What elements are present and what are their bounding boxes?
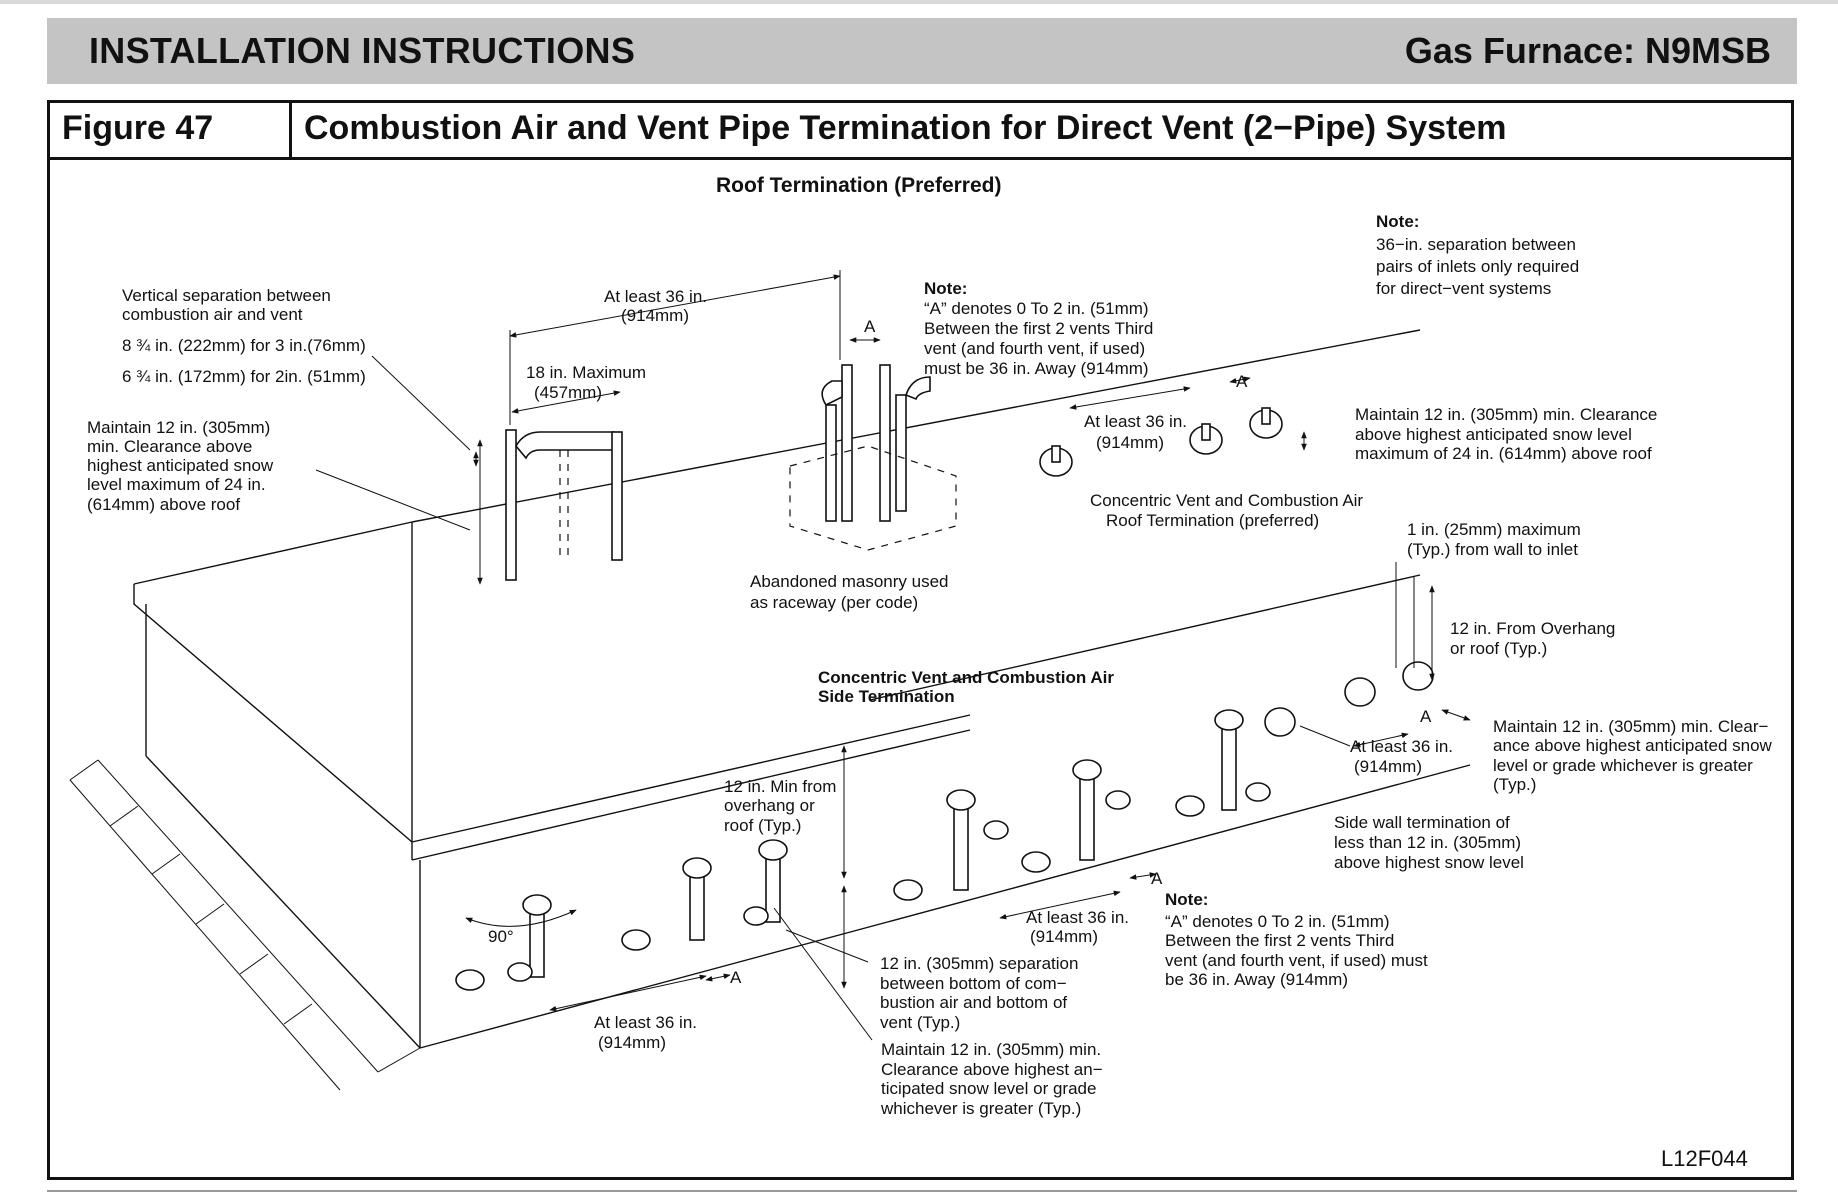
note-bottom-2: Between the first 2 vents Third [1165,931,1394,950]
diagram-labels: Roof Termination (Preferred) Note: 36−in… [87,174,1773,1171]
a-label-bottom: A [1151,869,1163,888]
note-top-right-3: for direct−vent systems [1376,279,1551,298]
at-least-36-mid-1: (914mm) [1030,927,1098,946]
maintain-right-2: maximum of 24 in. (614mm) above roof [1355,444,1652,463]
maintain-side-2: level or grade whichever is greater [1493,756,1753,775]
twelve-min-overhang-1: overhang or [724,796,815,815]
max-18-1: (457mm) [534,383,602,402]
twelve-min-overhang-0: 12 in. Min from [724,777,836,796]
at-least-36-conc-0: At least 36 in. [1084,412,1187,431]
at-least-36-conc-1: (914mm) [1096,433,1164,452]
bottom-rule [47,1190,1797,1192]
at-least-36-bottom-0: At least 36 in. [594,1013,697,1032]
twelve-sep-2: bustion air and bottom of [880,993,1067,1012]
twelve-min-overhang-2: roof (Typ.) [724,816,801,835]
note-center-2: Between the first 2 vents Third [924,319,1153,338]
maintain-left-3: level maximum of 24 in. [87,475,266,494]
vertical-sep-1: combustion air and vent [122,305,303,324]
twelve-sep-3: vent (Typ.) [880,1013,960,1032]
concentric-side-0: Concentric Vent and Combustion Air [818,668,1114,687]
figure-number: Figure 47 [62,109,214,147]
figure-title: Combustion Air and Vent Pipe Termination… [304,109,1507,147]
at-least-36-side-1: (914mm) [1354,757,1422,776]
note-bottom-3: vent (and fourth vent, if used) must [1165,951,1428,970]
figure-title-row: Figure 47 Combustion Air and Vent Pipe T… [50,103,1791,160]
note-center-4: must be 36 in. Away (914mm) [924,359,1149,378]
roof-termination-heading: Roof Termination (Preferred) [716,174,1001,197]
note-center-3: vent (and fourth vent, if used) [924,339,1145,358]
note-top-right-2: pairs of inlets only required [1376,257,1579,276]
side-wall-2: above highest snow level [1334,853,1524,872]
maintain-side-1: ance above highest anticipated snow [1493,736,1773,755]
note-bottom-0: Note: [1165,890,1208,909]
sep-3in: 8 ¾ in. (222mm) for 3 in.(76mm) [122,336,366,355]
maintain-right-1: above highest anticipated snow level [1355,425,1632,444]
vertical-sep-0: Vertical separation between [122,286,331,305]
at-least-36-mid-0: At least 36 in. [1026,908,1129,927]
maintain-side-0: Maintain 12 in. (305mm) min. Clear− [1493,717,1768,736]
note-top-right-0: Note: [1376,212,1419,231]
side-wall-0: Side wall termination of [1334,813,1510,832]
top-rule [0,0,1838,4]
header-product: Gas Furnace: N9MSB [1404,30,1771,71]
dimension-lines [315,270,1471,1041]
at-least-36-side-0: At least 36 in. [1350,737,1453,756]
note-bottom-4: be 36 in. Away (914mm) [1165,970,1348,989]
maintain-right-0: Maintain 12 in. (305mm) min. Clearance [1355,405,1657,424]
figure-frame: Figure 47 Combustion Air and Vent Pipe T… [47,100,1794,1180]
maintain-bottom-3: whichever is greater (Typ.) [880,1099,1081,1118]
concentric-roof-0: Concentric Vent and Combustion Air [1090,491,1363,510]
page-header: INSTALLATION INSTRUCTIONS Gas Furnace: N… [47,18,1797,84]
maintain-bottom-2: ticipated snow level or grade [881,1079,1096,1098]
roof-vent-pair-left [505,429,623,581]
concentric-roof-vents [1039,407,1283,477]
maintain-left-4: (614mm) above roof [87,495,240,514]
a-label-left: A [730,968,742,987]
twelve-sep-1: between bottom of com− [880,974,1067,993]
concentric-roof-1: Roof Termination (preferred) [1106,511,1319,530]
one-in-max-0: 1 in. (25mm) maximum [1407,520,1581,539]
one-in-max-1: (Typ.) from wall to inlet [1407,540,1578,559]
building-outline [69,329,1471,1091]
a-label-roof: A [864,317,876,336]
note-center-1: “A” denotes 0 To 2 in. (51mm) [924,299,1149,318]
maintain-side-3: (Typ.) [1493,775,1536,794]
roof-vent-chimney [789,364,957,551]
deg-90: 90° [488,927,514,946]
maintain-left-0: Maintain 12 in. (305mm) [87,418,270,437]
figure-code: L12F044 [1661,1146,1748,1171]
at-least-36-bottom-1: (914mm) [598,1033,666,1052]
header-title: INSTALLATION INSTRUCTIONS [89,30,636,71]
twelve-overhang-1: or roof (Typ.) [1450,639,1547,658]
twelve-sep-0: 12 in. (305mm) separation [880,954,1078,973]
abandoned-0: Abandoned masonry used [750,572,948,591]
twelve-overhang-0: 12 in. From Overhang [1450,619,1615,638]
note-center-0: Note: [924,279,967,298]
a-label-side: A [1420,707,1432,726]
maintain-bottom-1: Clearance above highest an− [881,1060,1103,1079]
side-wall-1: less than 12 in. (305mm) [1334,833,1521,852]
concentric-side-1: Side Termination [818,687,955,706]
a-label-concentric: A [1236,372,1248,391]
abandoned-1: as raceway (per code) [750,593,918,612]
maintain-bottom-0: Maintain 12 in. (305mm) min. [881,1040,1101,1059]
note-bottom-1: “A” denotes 0 To 2 in. (51mm) [1165,912,1390,931]
at-least-36-top-1: (914mm) [621,306,689,325]
at-least-36-top-0: At least 36 in. [604,287,707,306]
maintain-left-2: highest anticipated snow [87,456,274,475]
max-18-0: 18 in. Maximum [526,363,646,382]
sep-2in: 6 ¾ in. (172mm) for 2in. (51mm) [122,367,366,386]
title-divider [289,103,292,157]
maintain-left-1: min. Clearance above [87,437,252,456]
note-top-right-1: 36−in. separation between [1376,235,1576,254]
